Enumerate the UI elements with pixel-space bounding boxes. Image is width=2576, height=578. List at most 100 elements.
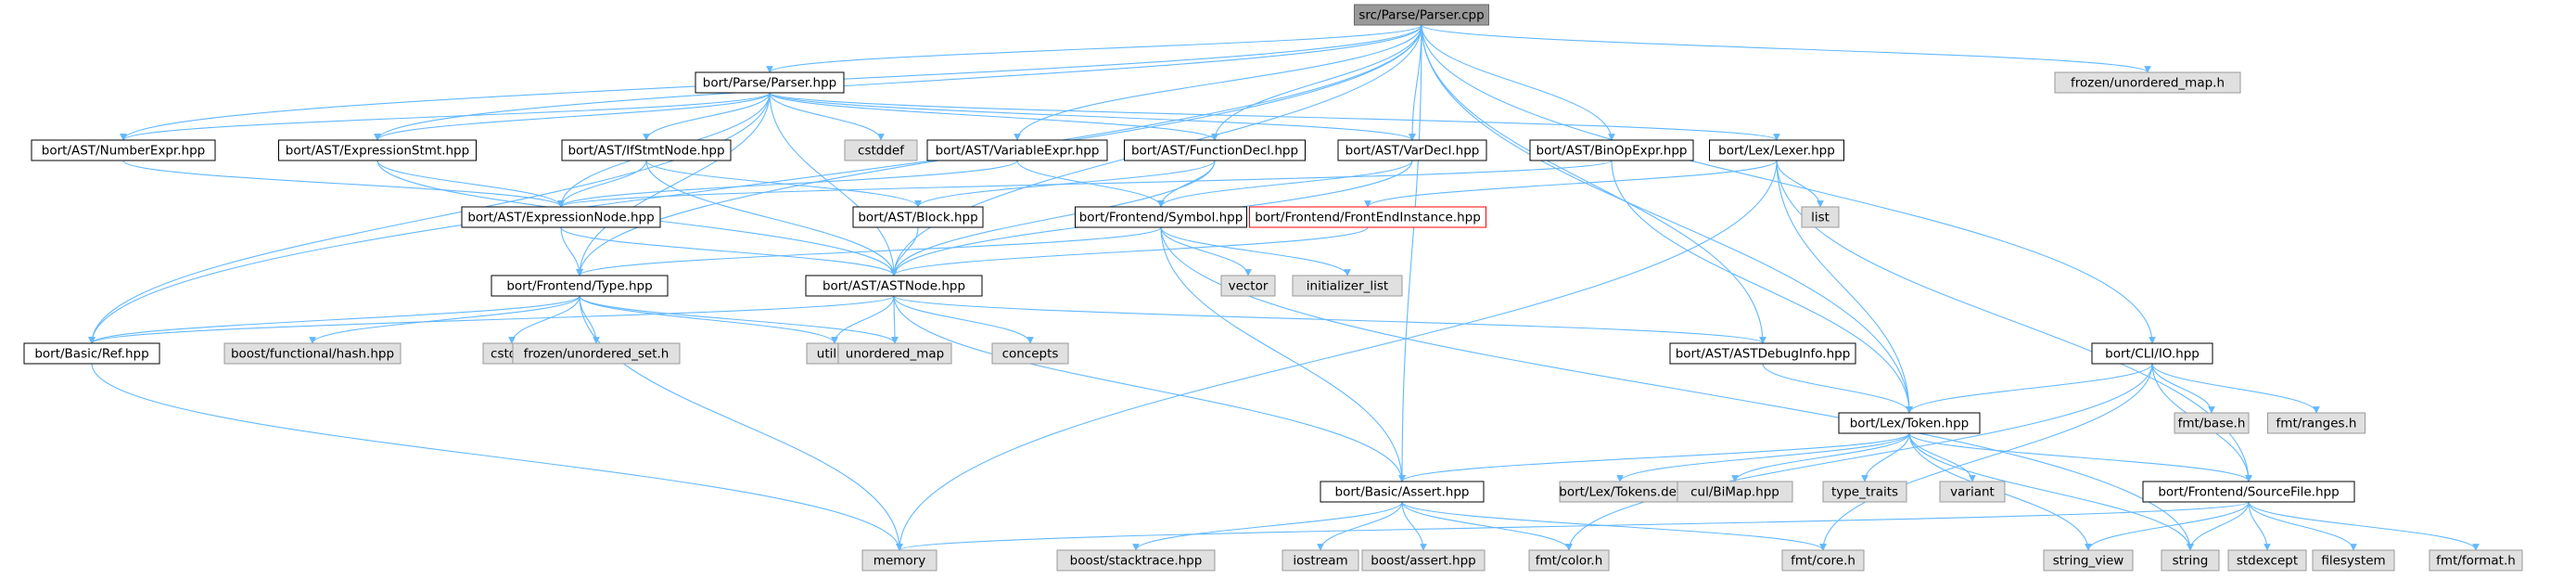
node-root[interactable]: src/Parse/Parser.cpp	[1354, 4, 1489, 26]
node-label: fmt/format.h	[2436, 554, 2516, 569]
node-box	[2312, 549, 2395, 572]
edge-sourcefile-to-memory	[896, 501, 2250, 551]
node-box	[2174, 412, 2250, 434]
edge-parser_hpp-to-lexer	[769, 92, 1780, 141]
edge-lexer-to-list	[1776, 160, 1824, 208]
node-parser_hpp[interactable]: bort/Parse/Parser.hpp	[695, 71, 845, 94]
node-label: memory	[874, 554, 925, 569]
node-block[interactable]: bort/AST/Block.hpp	[852, 206, 984, 228]
node-box	[23, 342, 160, 365]
edge-type-to-boosthash	[309, 295, 580, 344]
node-label: bort/AST/FunctionDecl.hpp	[1131, 144, 1298, 159]
node-box	[1337, 139, 1487, 161]
node-binop[interactable]: bort/AST/BinOpExpr.hpp	[1529, 139, 1694, 161]
node-box	[223, 342, 402, 365]
node-label: bort/Frontend/FrontEndInstance.hpp	[1255, 211, 1481, 225]
node-label: bort/Frontend/Type.hpp	[506, 279, 652, 294]
node-label: string_view	[2053, 554, 2124, 569]
node-box	[695, 71, 845, 94]
node-cliio[interactable]: bort/CLI/IO.hpp	[2091, 342, 2213, 365]
node-numberexpr[interactable]: bort/AST/NumberExpr.hpp	[31, 139, 216, 161]
node-vardecl[interactable]: bort/AST/VarDecl.hpp	[1337, 139, 1487, 161]
nodes-layer: src/Parse/Parser.cpp bort/Parse/Parser.hp…	[23, 4, 2523, 572]
node-astnode[interactable]: bort/AST/ASTNode.hpp	[805, 275, 983, 297]
node-memory: memory	[861, 549, 937, 572]
node-label: boost/assert.hpp	[1371, 554, 1475, 569]
node-feinst: bort/Frontend/FrontEndInstance.hpp	[1249, 206, 1486, 228]
edge-numberexpr-to-exprnode	[122, 160, 565, 208]
node-box	[2267, 412, 2366, 434]
node-assert[interactable]: bort/Basic/Assert.hpp	[1320, 481, 1485, 503]
node-label: bort/Lex/Lexer.hpp	[1718, 144, 1835, 159]
node-stacktrace: boost/stacktrace.hpp	[1056, 549, 1216, 572]
edge-type-to-utility	[579, 295, 838, 344]
node-label: filesystem	[2321, 554, 2385, 569]
node-label: cstddef	[858, 144, 905, 159]
node-box	[1075, 206, 1247, 228]
node-tokensdef: bort/Lex/Tokens.def	[1559, 481, 1682, 503]
node-ifstmt[interactable]: bort/AST/IfStmtNode.hpp	[561, 139, 732, 161]
edge-varexpr-to-exprnode	[557, 160, 1018, 208]
node-frozen_uset: frozen/unordered_set.h	[512, 342, 681, 365]
edge-root-to-astdebug	[1421, 24, 1766, 344]
node-label: vector	[1229, 279, 1269, 294]
node-label: fmt/ranges.h	[2276, 417, 2357, 431]
node-filesystem: filesystem	[2312, 549, 2395, 572]
node-fmtcolor: fmt/color.h	[1528, 549, 1610, 572]
node-box	[1939, 481, 2006, 503]
node-label: fmt/color.h	[1536, 554, 1603, 569]
node-label: bort/Lex/Token.hpp	[1850, 417, 1970, 431]
node-box	[926, 139, 1108, 161]
node-box	[2227, 549, 2307, 572]
node-box	[1361, 549, 1486, 572]
node-box	[491, 275, 669, 297]
edge-parser_hpp-to-ref	[88, 92, 771, 344]
node-exprstmt[interactable]: bort/AST/ExpressionStmt.hpp	[278, 139, 477, 161]
edge-binop-to-exprnode	[557, 160, 1613, 208]
edge-parser_hpp-to-funcdecl	[769, 92, 1218, 141]
node-box	[1529, 139, 1694, 161]
node-funcdecl[interactable]: bort/AST/FunctionDecl.hpp	[1124, 139, 1306, 161]
edge-parser_hpp-to-ifstmt	[643, 92, 771, 141]
edge-sourcefile-to-stringview	[2085, 501, 2250, 551]
edge-assert-to-stacktrace	[1132, 501, 1403, 551]
node-label: bort/AST/ASTNode.hpp	[823, 279, 965, 294]
node-label: boost/stacktrace.hpp	[1070, 554, 1203, 569]
edge-token-to-string	[1908, 432, 2194, 551]
node-label: fmt/core.h	[1791, 554, 1855, 569]
node-bimap: cul/BiMap.hpp	[1677, 481, 1793, 503]
edge-assert-to-boostassert	[1401, 501, 1427, 551]
node-label: bort/AST/Block.hpp	[858, 211, 977, 225]
node-type[interactable]: bort/Frontend/Type.hpp	[491, 275, 669, 297]
node-symbol[interactable]: bort/Frontend/Symbol.hpp	[1075, 206, 1247, 228]
node-exprnode[interactable]: bort/AST/ExpressionNode.hpp	[461, 206, 661, 228]
node-label: bort/Parse/Parser.hpp	[703, 76, 836, 91]
edge-astnode-to-astdebug	[893, 295, 1766, 344]
edge-binop-to-token	[1611, 160, 1913, 414]
node-box	[1781, 549, 1865, 572]
node-ref[interactable]: bort/Basic/Ref.hpp	[23, 342, 160, 365]
node-box	[1124, 139, 1306, 161]
edge-root-to-cliio	[1421, 24, 2156, 344]
node-boosthash: boost/functional/hash.hpp	[223, 342, 402, 365]
node-box	[2161, 549, 2220, 572]
edge-root-to-ref	[88, 24, 1422, 344]
edge-cliio-to-fmtcolor	[1565, 363, 2153, 551]
node-varexpr[interactable]: bort/AST/VariableExpr.hpp	[926, 139, 1108, 161]
node-lexer[interactable]: bort/Lex/Lexer.hpp	[1709, 139, 1844, 161]
edge-type-to-umap	[579, 295, 899, 344]
edge-parser_hpp-to-vardecl	[769, 92, 1416, 141]
node-label: frozen/unordered_set.h	[524, 347, 670, 362]
edge-parser_hpp-to-astnode	[769, 92, 898, 276]
node-sourcefile[interactable]: bort/Frontend/SourceFile.hpp	[2142, 481, 2355, 503]
edge-cliio-to-fmtbase	[2151, 363, 2215, 414]
node-box	[1801, 206, 1840, 228]
node-label: bort/AST/ExpressionStmt.hpp	[286, 144, 469, 159]
node-token[interactable]: bort/Lex/Token.hpp	[1838, 412, 1981, 434]
node-astdebug[interactable]: bort/AST/ASTDebugInfo.hpp	[1669, 342, 1856, 365]
edge-lexer-to-token	[1776, 160, 1913, 414]
node-box	[31, 139, 216, 161]
node-box	[991, 342, 1069, 365]
edge-sourcefile-to-fmtformat	[2248, 501, 2480, 551]
edge-parser_hpp-to-type	[576, 92, 771, 276]
